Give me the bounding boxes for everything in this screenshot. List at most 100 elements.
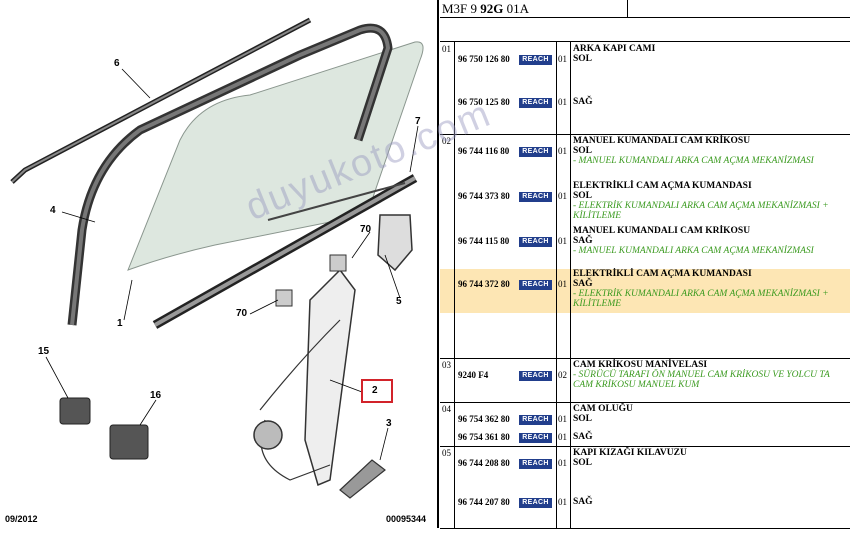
part-title: MANUEL KUMANDALI CAM KRİKOSU — [573, 226, 751, 236]
switch-15 — [59, 397, 91, 425]
part-description: SAĞ — [573, 424, 848, 442]
reach-badge: REACH — [519, 433, 552, 443]
part-title: CAM KRİKOSU MANİVELASI — [573, 360, 708, 370]
diagram-code: 00095344 — [386, 514, 427, 524]
reach-badge: REACH — [519, 237, 552, 247]
quantity: 01 — [558, 146, 567, 156]
quantity: 01 — [558, 432, 567, 442]
switch-16 — [109, 424, 149, 460]
callout-4: 4 — [50, 205, 56, 216]
reach-badge: REACH — [519, 98, 552, 108]
part-row[interactable]: 9240 F4 REACH 02 CAM KRİKOSU MANİVELASI- SÜ… — [440, 360, 850, 400]
part-number: 96 750 126 80 — [458, 54, 510, 64]
part-row[interactable]: 96 750 125 80 REACH 01 SAĞ — [440, 89, 850, 131]
quantity: 01 — [558, 414, 567, 424]
part-number: 96 744 116 80 — [458, 146, 510, 156]
part-description: SAĞ — [573, 489, 848, 507]
table-header: M3F 9 92G 01A — [440, 0, 850, 18]
crank-handle — [339, 459, 386, 499]
part-side: SOL — [573, 146, 593, 156]
part-side: SOL — [573, 191, 593, 201]
part-number: 96 754 362 80 — [458, 414, 510, 424]
reach-badge: REACH — [519, 280, 552, 290]
part-group-03: 9240 F4 REACH 02 CAM KRİKOSU MANİVELASI- SÜ… — [440, 358, 850, 403]
part-side: SAĞ — [573, 497, 593, 507]
part-description: CAM KRİKOSU MANİVELASI- SÜRÜCÜ TARAFI ÖN… — [573, 360, 848, 390]
part-side: SAĞ — [573, 97, 593, 107]
reach-badge: REACH — [519, 55, 552, 65]
reach-badge: REACH — [519, 371, 552, 381]
group-number: 02 — [442, 136, 451, 146]
group-number: 03 — [442, 360, 451, 370]
vertical-divider — [437, 0, 439, 528]
header-spacer — [440, 17, 850, 42]
diagram-date: 09/2012 — [5, 514, 38, 524]
quantity: 02 — [558, 370, 567, 380]
reach-badge: REACH — [519, 459, 552, 469]
part-side: SOL — [573, 54, 593, 64]
part-note: - ELEKTRİK KUMANDALI ARKA CAM AÇMA MEKAN… — [573, 289, 829, 309]
part-side: SAĞ — [573, 236, 593, 246]
quantity: 01 — [558, 97, 567, 107]
winder-drum — [253, 420, 283, 450]
regulator-bracket — [377, 214, 413, 272]
reach-badge: REACH — [519, 415, 552, 425]
part-number: 9240 F4 — [458, 370, 489, 380]
part-number: 96 744 115 80 — [458, 236, 510, 246]
callout-15: 15 — [38, 346, 50, 357]
callout-3: 3 — [386, 418, 392, 429]
part-title: KAPI KIZAĞI KILAVUZU — [573, 448, 687, 458]
reach-badge: REACH — [519, 192, 552, 202]
quantity: 01 — [558, 54, 567, 64]
part-side: SAĞ — [573, 432, 593, 442]
clip-70-a — [275, 289, 293, 307]
part-note: - MANUEL KUMANDALI ARKA CAM AÇMA MEKANİZ… — [573, 156, 814, 166]
parts-diagram: 6 7 4 70 1 5 70 15 16 2 3 09/2012 000953… — [5, 17, 427, 524]
diagram-drawing — [10, 17, 424, 499]
callout-2: 2 — [372, 385, 378, 396]
regulator-rail — [304, 268, 356, 487]
group-number: 05 — [442, 448, 451, 458]
part-note: - SÜRÜCÜ TARAFI ÖN MANUEL CAM KRİKOSU VE… — [573, 370, 830, 390]
quantity: 01 — [558, 497, 567, 507]
callout-70-bottom: 70 — [236, 308, 248, 319]
callout-70-top: 70 — [360, 224, 372, 235]
part-note: - MANUEL KUMANDALI ARKA CAM AÇMA MEKANİZ… — [573, 246, 814, 256]
part-number: 96 750 125 80 — [458, 97, 510, 107]
part-number: 96 744 373 80 — [458, 191, 510, 201]
callout-7: 7 — [415, 116, 421, 127]
part-side: SOL — [573, 458, 593, 468]
part-title: CAM OLUĞU — [573, 404, 633, 414]
part-title: MANUEL KUMANDALI CAM KRİKOSU — [573, 136, 751, 146]
part-note: - ELEKTRİK KUMANDALI ARKA CAM AÇMA MEKAN… — [573, 201, 829, 221]
part-title: ELEKTRİKLİ CAM AÇMA KUMANDASI — [573, 181, 752, 191]
part-side: SAĞ — [573, 279, 593, 289]
part-title: ARKA KAPI CAMI — [573, 44, 656, 54]
part-number: 96 744 372 80 — [458, 279, 510, 289]
group-number: 01 — [442, 44, 451, 54]
reference-code: M3F 9 92G 01A — [442, 1, 530, 16]
part-side: SOL — [573, 414, 593, 424]
part-number: 96 744 207 80 — [458, 497, 510, 507]
callout-6: 6 — [114, 58, 120, 69]
callout-16: 16 — [150, 390, 162, 401]
